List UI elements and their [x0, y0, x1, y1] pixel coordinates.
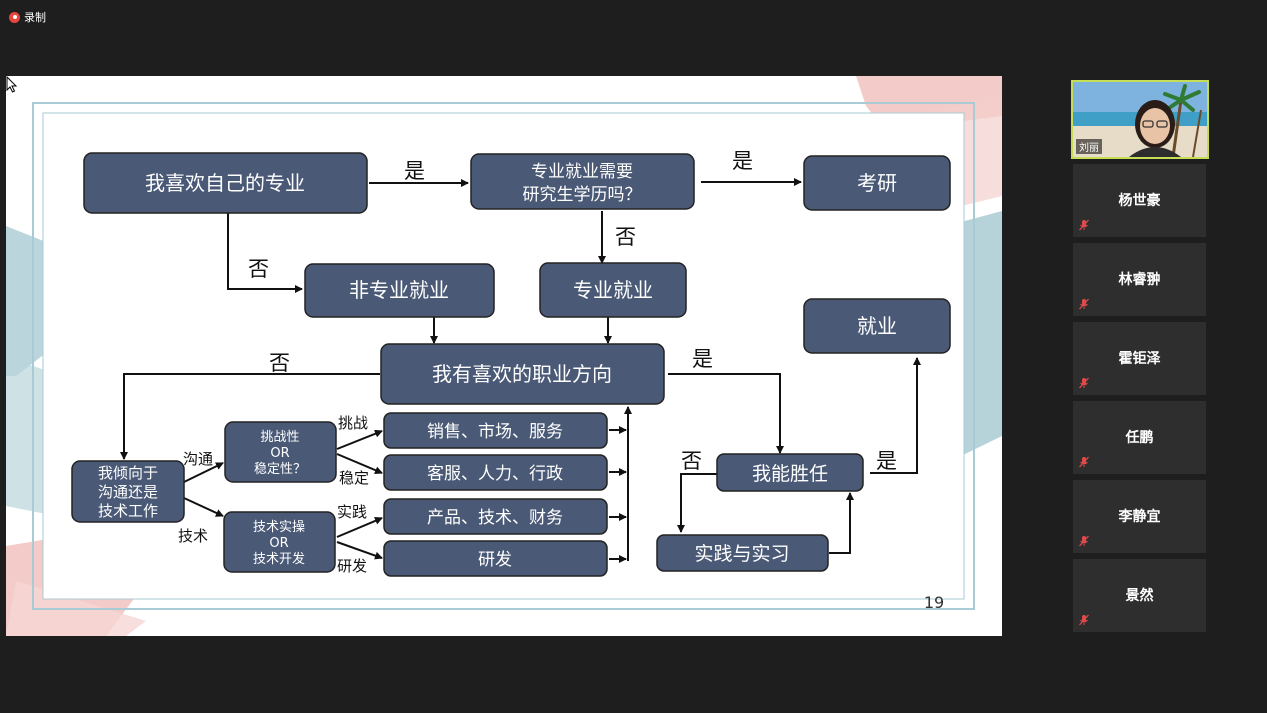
self-name-label: 刘丽 — [1076, 139, 1102, 154]
label-practice: 实践 — [337, 503, 367, 521]
svg-text:销售、市场、服务: 销售、市场、服务 — [427, 422, 563, 442]
label-no: 否 — [248, 257, 269, 281]
label-yes: 是 — [692, 347, 713, 371]
label-yes: 是 — [876, 449, 897, 473]
recording-label: 录制 — [24, 11, 46, 24]
svg-text:专业就业需要: 专业就业需要 — [531, 162, 633, 182]
mic-muted-icon — [1079, 614, 1089, 626]
outer-frame — [32, 102, 975, 610]
label-communicate: 沟通 — [183, 450, 213, 468]
svg-text:我能胜任: 我能胜任 — [752, 463, 828, 485]
svg-text:非专业就业: 非专业就业 — [349, 278, 449, 302]
label-yes: 是 — [732, 149, 753, 173]
svg-text:专业就业: 专业就业 — [573, 278, 653, 302]
label-yes: 是 — [404, 159, 425, 183]
shared-slide: 我喜欢自己的专业 专业就业需要 研究生学历吗？ 考研 非专业就业 专业就业 我有… — [6, 76, 1002, 636]
flow-node-product: 产品、技术、财务 — [383, 498, 608, 535]
svg-text:产品、技术、财务: 产品、技术、财务 — [427, 508, 563, 528]
flow-node-kaoyan: 考研 — [803, 155, 951, 211]
svg-text:挑战性: 挑战性 — [260, 430, 299, 445]
self-video-tile[interactable]: 刘丽 — [1071, 80, 1209, 159]
svg-text:技术工作: 技术工作 — [98, 502, 158, 520]
label-no: 否 — [615, 225, 636, 249]
flow-node-employment: 就业 — [803, 298, 951, 354]
svg-text:实践与实习: 实践与实习 — [694, 543, 789, 565]
webcam-video-image — [1073, 82, 1207, 157]
mouse-cursor-icon — [6, 76, 18, 93]
mic-muted-icon — [1079, 298, 1089, 310]
participant-tile[interactable]: 任鹏 — [1073, 401, 1206, 474]
flow-node-like-major: 我喜欢自己的专业 — [83, 152, 368, 214]
label-no: 否 — [681, 449, 702, 473]
svg-text:技术实操: 技术实操 — [253, 519, 305, 535]
label-stable: 稳定 — [339, 469, 369, 487]
mic-muted-icon — [1079, 377, 1089, 389]
participant-name: 林睿翀 — [1118, 272, 1161, 288]
flow-node-major-job: 专业就业 — [539, 262, 687, 318]
label-technology: 技术 — [178, 527, 208, 545]
flow-node-rnd: 研发 — [383, 540, 608, 577]
participant-tile[interactable]: 景然 — [1073, 559, 1206, 632]
flow-node-challenge-or-stable: 挑战性 OR 稳定性？ — [224, 421, 337, 483]
svg-text:沟通还是: 沟通还是 — [98, 483, 158, 501]
mic-muted-icon — [1079, 456, 1089, 468]
flow-node-can-do: 我能胜任 — [716, 453, 864, 492]
label-no: 否 — [269, 351, 290, 375]
participant-tile[interactable]: 霍钜泽 — [1073, 322, 1206, 395]
svg-text:考研: 考研 — [857, 171, 897, 195]
connector-lines — [120, 178, 921, 563]
mic-muted-icon — [1079, 219, 1089, 231]
svg-text:研发: 研发 — [478, 550, 512, 570]
flowchart-diagram: 我喜欢自己的专业 专业就业需要 研究生学历吗？ 考研 非专业就业 专业就业 我有… — [6, 76, 1002, 636]
svg-text:OR: OR — [269, 536, 288, 551]
svg-text:我喜欢自己的专业: 我喜欢自己的专业 — [145, 171, 305, 195]
svg-text:我倾向于: 我倾向于 — [98, 464, 158, 482]
participant-name: 任鹏 — [1125, 430, 1154, 446]
recording-indicator[interactable]: 录制 — [9, 9, 46, 25]
flow-node-non-major-job: 非专业就业 — [304, 263, 495, 318]
participant-name: 景然 — [1125, 588, 1154, 604]
participant-tile[interactable]: 李静宜 — [1073, 480, 1206, 553]
participant-tile[interactable]: 杨世豪 — [1073, 164, 1206, 237]
flow-node-like-career: 我有喜欢的职业方向 — [380, 343, 665, 405]
label-research: 研发 — [337, 557, 367, 575]
mic-muted-icon — [1079, 535, 1089, 547]
record-icon — [9, 11, 20, 23]
label-challenge: 挑战 — [338, 414, 368, 432]
page-number: 19 — [924, 593, 944, 612]
flow-node-tendency: 我倾向于 沟通还是 技术工作 — [71, 460, 185, 523]
participant-name: 杨世豪 — [1118, 193, 1161, 209]
flow-node-need-grad: 专业就业需要 研究生学历吗？ — [470, 153, 695, 210]
svg-text:稳定性？: 稳定性？ — [254, 461, 306, 477]
svg-text:客服、人力、行政: 客服、人力、行政 — [427, 464, 563, 484]
flow-node-sales: 销售、市场、服务 — [383, 412, 608, 449]
participant-name: 霍钜泽 — [1118, 351, 1161, 367]
flow-node-practice: 实践与实习 — [656, 534, 829, 572]
svg-text:我有喜欢的职业方向: 我有喜欢的职业方向 — [432, 362, 612, 386]
participant-tile[interactable]: 林睿翀 — [1073, 243, 1206, 316]
flow-node-tech-practice-or-dev: 技术实操 OR 技术开发 — [223, 511, 336, 573]
svg-text:研究生学历吗？: 研究生学历吗？ — [523, 185, 642, 205]
svg-text:就业: 就业 — [857, 314, 897, 338]
flow-node-service: 客服、人力、行政 — [383, 454, 608, 491]
svg-text:技术开发: 技术开发 — [253, 551, 305, 567]
svg-text:OR: OR — [270, 446, 289, 461]
participant-name: 李静宜 — [1118, 509, 1161, 525]
